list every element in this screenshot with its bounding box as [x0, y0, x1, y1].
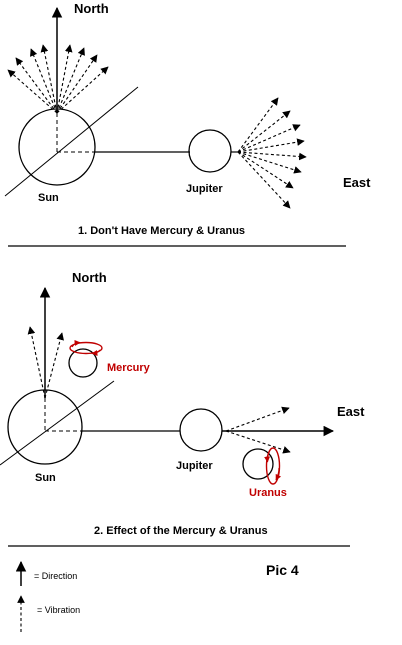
caption-2: 2. Effect of the Mercury & Uranus: [94, 525, 268, 537]
mercury-orbit-arrow: [71, 339, 81, 348]
sun-circle-2: [7, 389, 83, 465]
uranus-orbit-arrow: [264, 449, 271, 463]
jupiter-label: Jupiter: [186, 183, 223, 195]
east-label-2: East: [337, 404, 365, 419]
north-label-2: North: [72, 270, 107, 285]
mercury-orbit-arrow-2: [91, 349, 101, 357]
uranus-circle: [242, 448, 274, 480]
panel-1: North: [4, 1, 371, 247]
sun-vibration-fan: [7, 44, 109, 114]
uranus-label: Uranus: [249, 487, 287, 499]
mercury-circle: [68, 348, 98, 378]
sun-axis-line-2: [0, 380, 115, 466]
mercury-orbit: [69, 341, 103, 355]
sun-axis-line: [4, 86, 139, 197]
mercury-label: Mercury: [107, 362, 151, 374]
legend: = Direction = Vibration Pic 4: [15, 560, 299, 632]
jupiter-circle-2: [179, 408, 223, 452]
north-label: North: [74, 1, 109, 16]
sun-label-2: Sun: [35, 472, 56, 484]
jupiter-vibration-fan: [237, 97, 307, 209]
east-label: East: [343, 175, 371, 190]
caption-1: 1. Don't Have Mercury & Uranus: [78, 225, 245, 237]
jupiter-label-2: Jupiter: [176, 460, 213, 472]
sun-vibration-arrows-2: [27, 326, 64, 399]
jupiter-vibration-arrows-2: [225, 406, 291, 454]
sun-label: Sun: [38, 192, 59, 204]
panel-2: North Mercury East Uranus: [0, 270, 365, 547]
legend-vibration-label: = Vibration: [37, 605, 80, 615]
uranus-orbit-arrow-2: [275, 467, 282, 481]
uranus-orbit: [265, 447, 281, 485]
pic-label: Pic 4: [266, 562, 299, 578]
sun-circle: [18, 108, 96, 186]
legend-direction-label: = Direction: [34, 571, 77, 581]
jupiter-circle: [188, 129, 232, 173]
